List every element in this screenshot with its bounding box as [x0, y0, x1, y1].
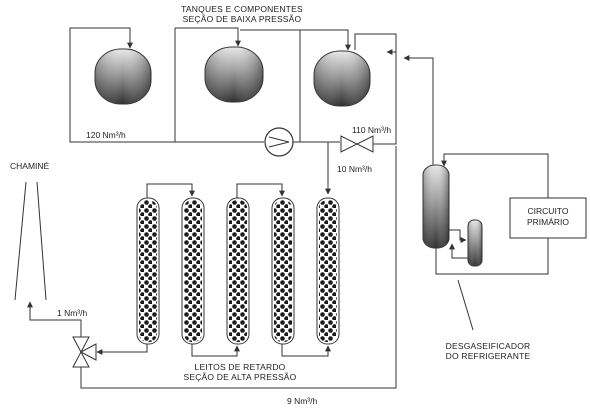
tank-2	[204, 46, 264, 103]
tank-3	[313, 50, 371, 107]
delay-bed-4	[271, 197, 295, 345]
degasifier-condenser	[467, 219, 483, 267]
return-valve	[340, 135, 374, 153]
primary-circuit-line2: PRIMÁRIO	[527, 217, 569, 227]
flow-label-10: 10 Nm³/h	[337, 164, 372, 174]
delay-bed-2	[181, 197, 205, 345]
beds-caption-line1: LEITOS DE RETARDO	[195, 362, 286, 372]
chimney-feed-line	[27, 301, 82, 337]
flow-label-9: 9 Nm³/h	[287, 396, 318, 406]
flow-label-1: 1 Nm³/h	[57, 308, 88, 318]
chimney	[14, 181, 47, 301]
bed-interconnect-piping	[96, 183, 331, 357]
degasifier-caption-line1: DESGASEIFICADOR	[446, 341, 531, 351]
primary-circuit-box	[509, 197, 587, 239]
primary-circuit-line1: CIRCUITO	[528, 206, 569, 216]
delay-bed-1	[136, 197, 160, 345]
degasifier-leader-line	[457, 279, 474, 331]
flow-label-120: 120 Nm³/h	[86, 130, 126, 140]
degasifier-caption-line2: DO REFRIGERANTE	[446, 351, 531, 361]
three-way-valve	[72, 336, 97, 368]
tanks-caption-line2: SEÇÃO DE BAIXA PRESSÃO	[183, 14, 302, 24]
return-line-to-tanks	[373, 49, 397, 145]
flow-label-110: 110 Nm³/h	[352, 125, 391, 135]
beds-caption-line2: SEÇÃO DE ALTA PRESSÃO	[183, 372, 296, 382]
degasifier-piping	[403, 55, 549, 275]
bottom-return-line	[80, 146, 397, 389]
tank-1	[94, 48, 152, 105]
delay-bed-3	[226, 197, 250, 345]
tanks-caption-line1: TANQUES E COMPONENTES	[181, 4, 303, 14]
chimney-label: CHAMINÉ	[10, 161, 50, 171]
compressor	[264, 127, 294, 157]
delay-bed-5	[316, 197, 340, 345]
degasifier-column	[422, 164, 450, 249]
